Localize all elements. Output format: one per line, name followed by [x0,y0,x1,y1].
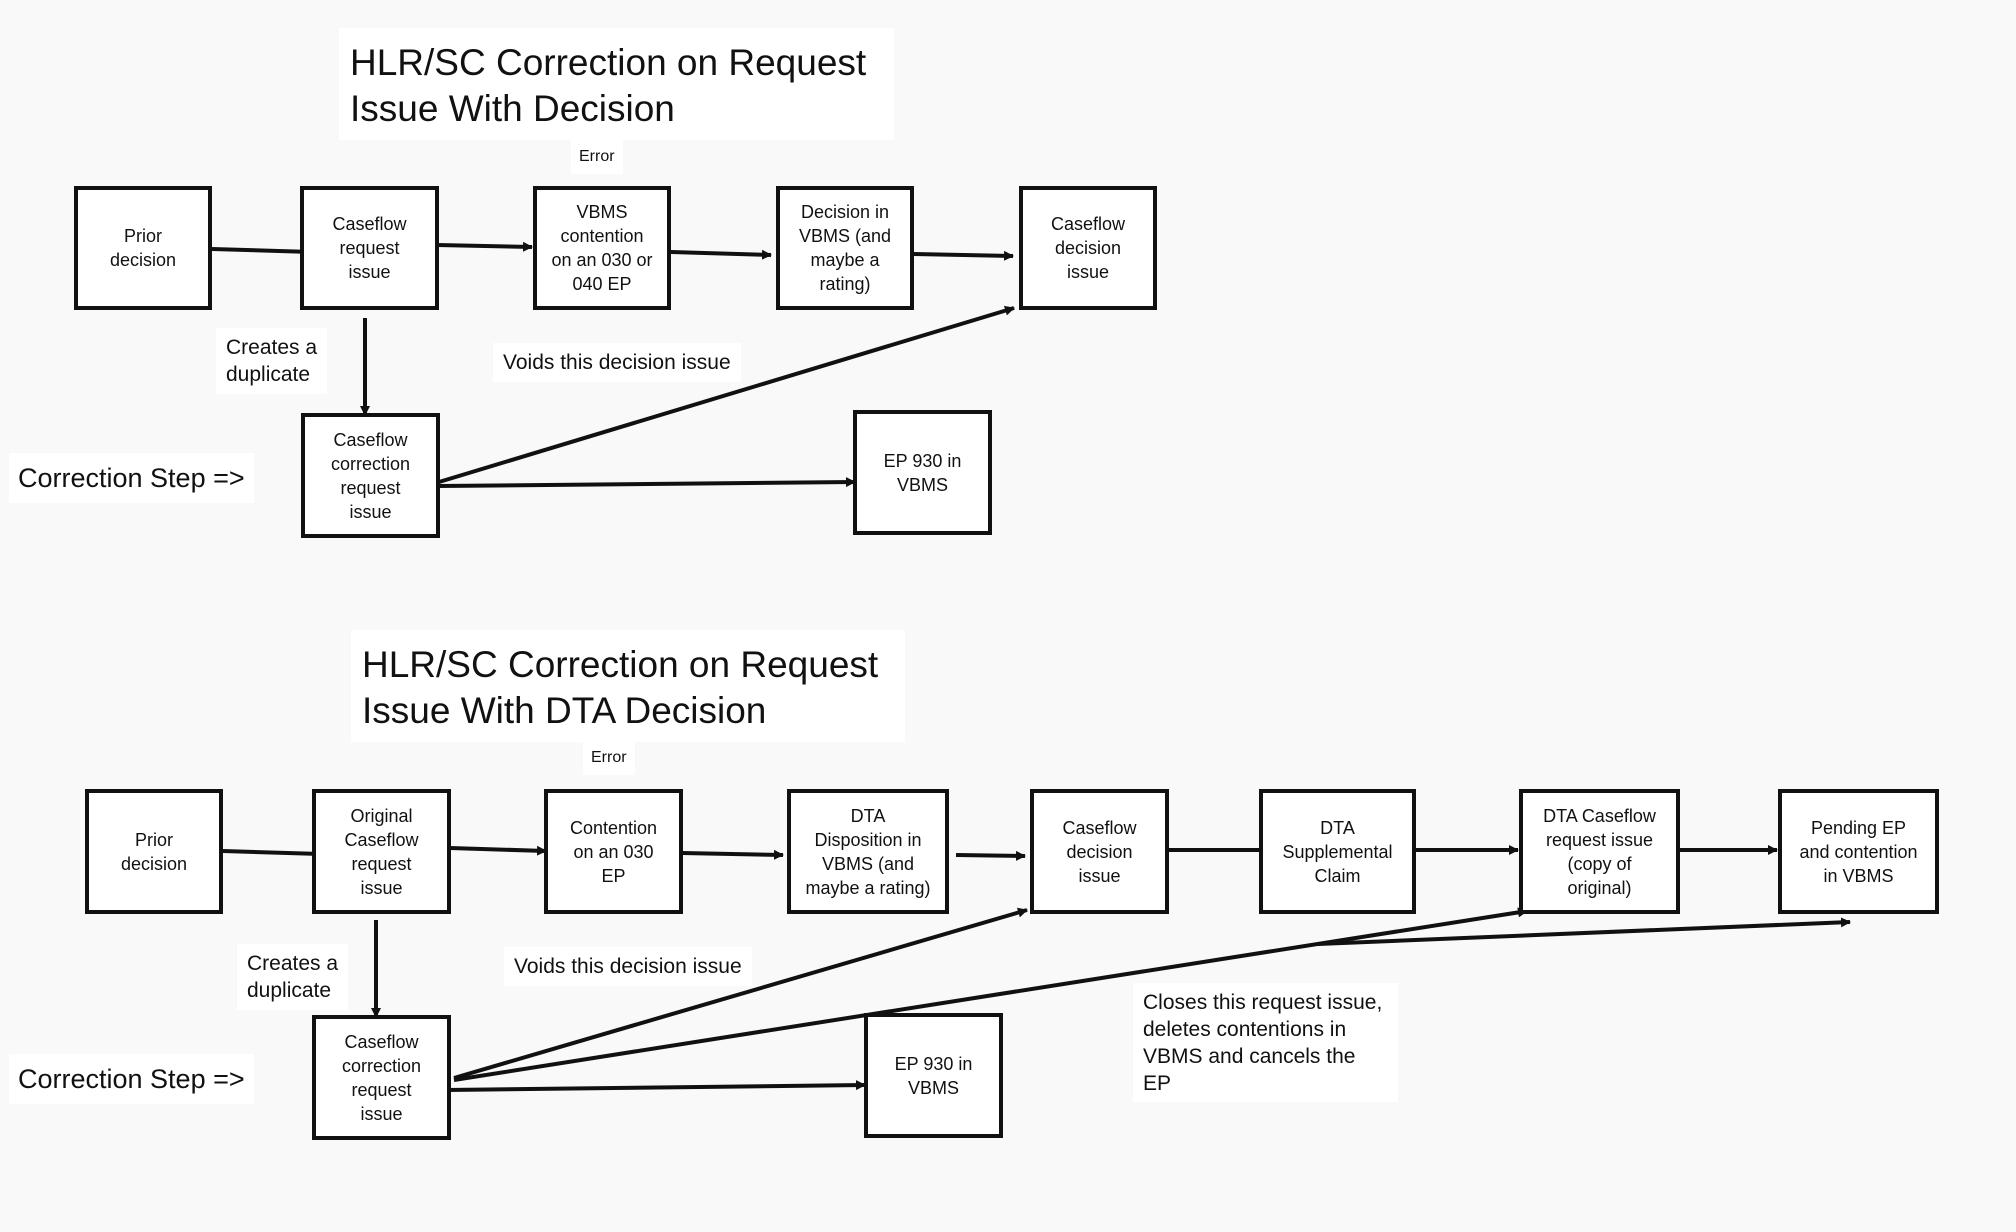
diagram2-error-label: Error [583,741,635,775]
d1-voids-label: Voids this decision issue [493,343,741,382]
diagram1-title-line2: Issue With Decision [350,88,675,129]
arrow-decision-to-decision-issue [913,250,1014,261]
diagram1-error-label: Error [571,140,623,174]
d1-correction-step-label: Correction Step => [9,453,254,503]
arrow-correction-to-ep930 [438,477,856,488]
diagram1-title-line1: HLR/SC Correction on Request [350,42,867,83]
d1-creates-duplicate-label: Creates a duplicate [216,328,328,394]
arrow2-original-to-contention [449,845,547,856]
d2-voids-label: Voids this decision issue [504,947,752,986]
arrow2-correction-to-ep930 [446,1080,866,1092]
diagram2-title: HLR/SC Correction on Request Issue With … [351,630,905,742]
arrow2-correction-to-decision-issue [453,907,1028,1080]
diagram2-title-line2: Issue With DTA Decision [362,690,767,731]
d2-correction-step-label: Correction Step => [9,1054,254,1104]
diagram1-title: HLR/SC Correction on Request Issue With … [339,28,894,140]
d2-closes-label: Closes this request issue, deletes conte… [1133,983,1398,1102]
arrow-correction-to-decision-issue [438,305,1015,484]
arrow2-closes-to-pending [1317,917,1851,946]
arrow2-prior-to-original [222,848,322,859]
arrow2-contention-to-dta [681,849,784,860]
d2-creates-duplicate-label: Creates a duplicate [237,944,349,1010]
arrow2-correction-to-dta-request [453,907,1528,1082]
arrow-prior-to-request [211,246,313,257]
diagram2-title-line1: HLR/SC Correction on Request [362,644,879,685]
arrow2-dta-to-decision-issue [955,850,1026,861]
arrow-contention-to-decision [670,249,772,260]
arrow-request-to-contention [436,241,533,252]
